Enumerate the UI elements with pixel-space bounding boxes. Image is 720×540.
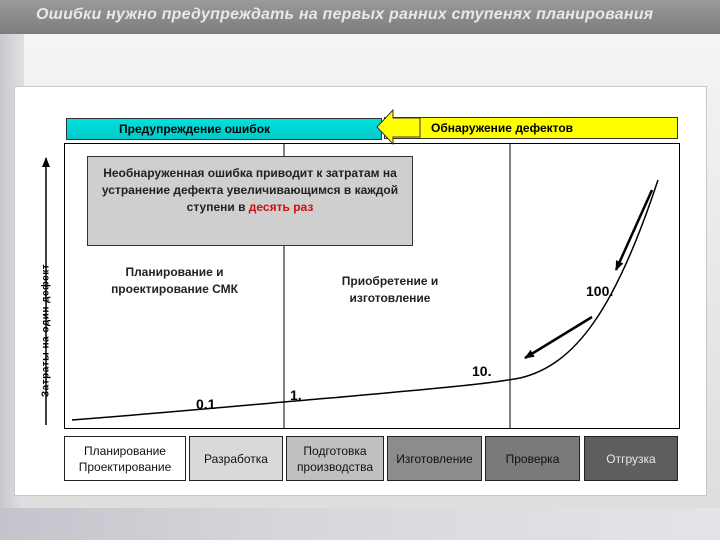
callout-highlight-text: десять раз (248, 200, 314, 214)
callout-box: Необнаруженная ошибка приводит к затрата… (87, 156, 413, 246)
cost-value-10: 10. (472, 363, 492, 379)
detection-banner: Обнаружение дефектов (384, 117, 678, 139)
page-title: Ошибки нужно предупреждать на первых ран… (36, 6, 654, 23)
bottom-decor-strip (0, 508, 720, 540)
step-planning-design: Планирование Проектирование (64, 436, 186, 481)
stage-label-planning: Планирование и проектирование СМК (103, 262, 246, 318)
detection-arrow-shallow (524, 315, 593, 360)
step-development: Разработка (189, 436, 283, 481)
prevention-label: Предупреждение ошибок (119, 122, 271, 136)
step-label: Планирование Проектирование (78, 443, 172, 474)
detection-arrow-steep (614, 189, 654, 271)
callout-main-text: Необнаруженная ошибка приводит к затрата… (101, 166, 399, 214)
cost-value-100: 100. (586, 283, 614, 299)
step-label: Подготовка производства (296, 443, 374, 474)
prevention-banner: Предупреждение ошибок (66, 118, 382, 140)
detection-label: Обнаружение дефектов (431, 121, 574, 135)
step-production-prep: Подготовка производства (286, 436, 384, 481)
step-label: Отгрузка (606, 451, 656, 466)
step-shipping: Отгрузка (584, 436, 678, 481)
step-manufacturing: Изготовление (387, 436, 482, 481)
title-bar: Ошибки нужно предупреждать на первых ран… (0, 0, 720, 34)
step-label: Проверка (505, 451, 560, 466)
cost-value-1: 1. (290, 387, 302, 403)
step-inspection: Проверка (485, 436, 580, 481)
step-label: Изготовление (396, 451, 473, 466)
callout-text: Необнаруженная ошибка приводит к затрата… (88, 157, 412, 216)
cost-curve (71, 179, 659, 421)
stage-label-acquisition: Приобретение и изготовление (319, 271, 461, 319)
step-label: Разработка (204, 451, 268, 466)
cost-value-0-1: 0.1 (196, 396, 216, 412)
banner-arrow (376, 108, 421, 146)
